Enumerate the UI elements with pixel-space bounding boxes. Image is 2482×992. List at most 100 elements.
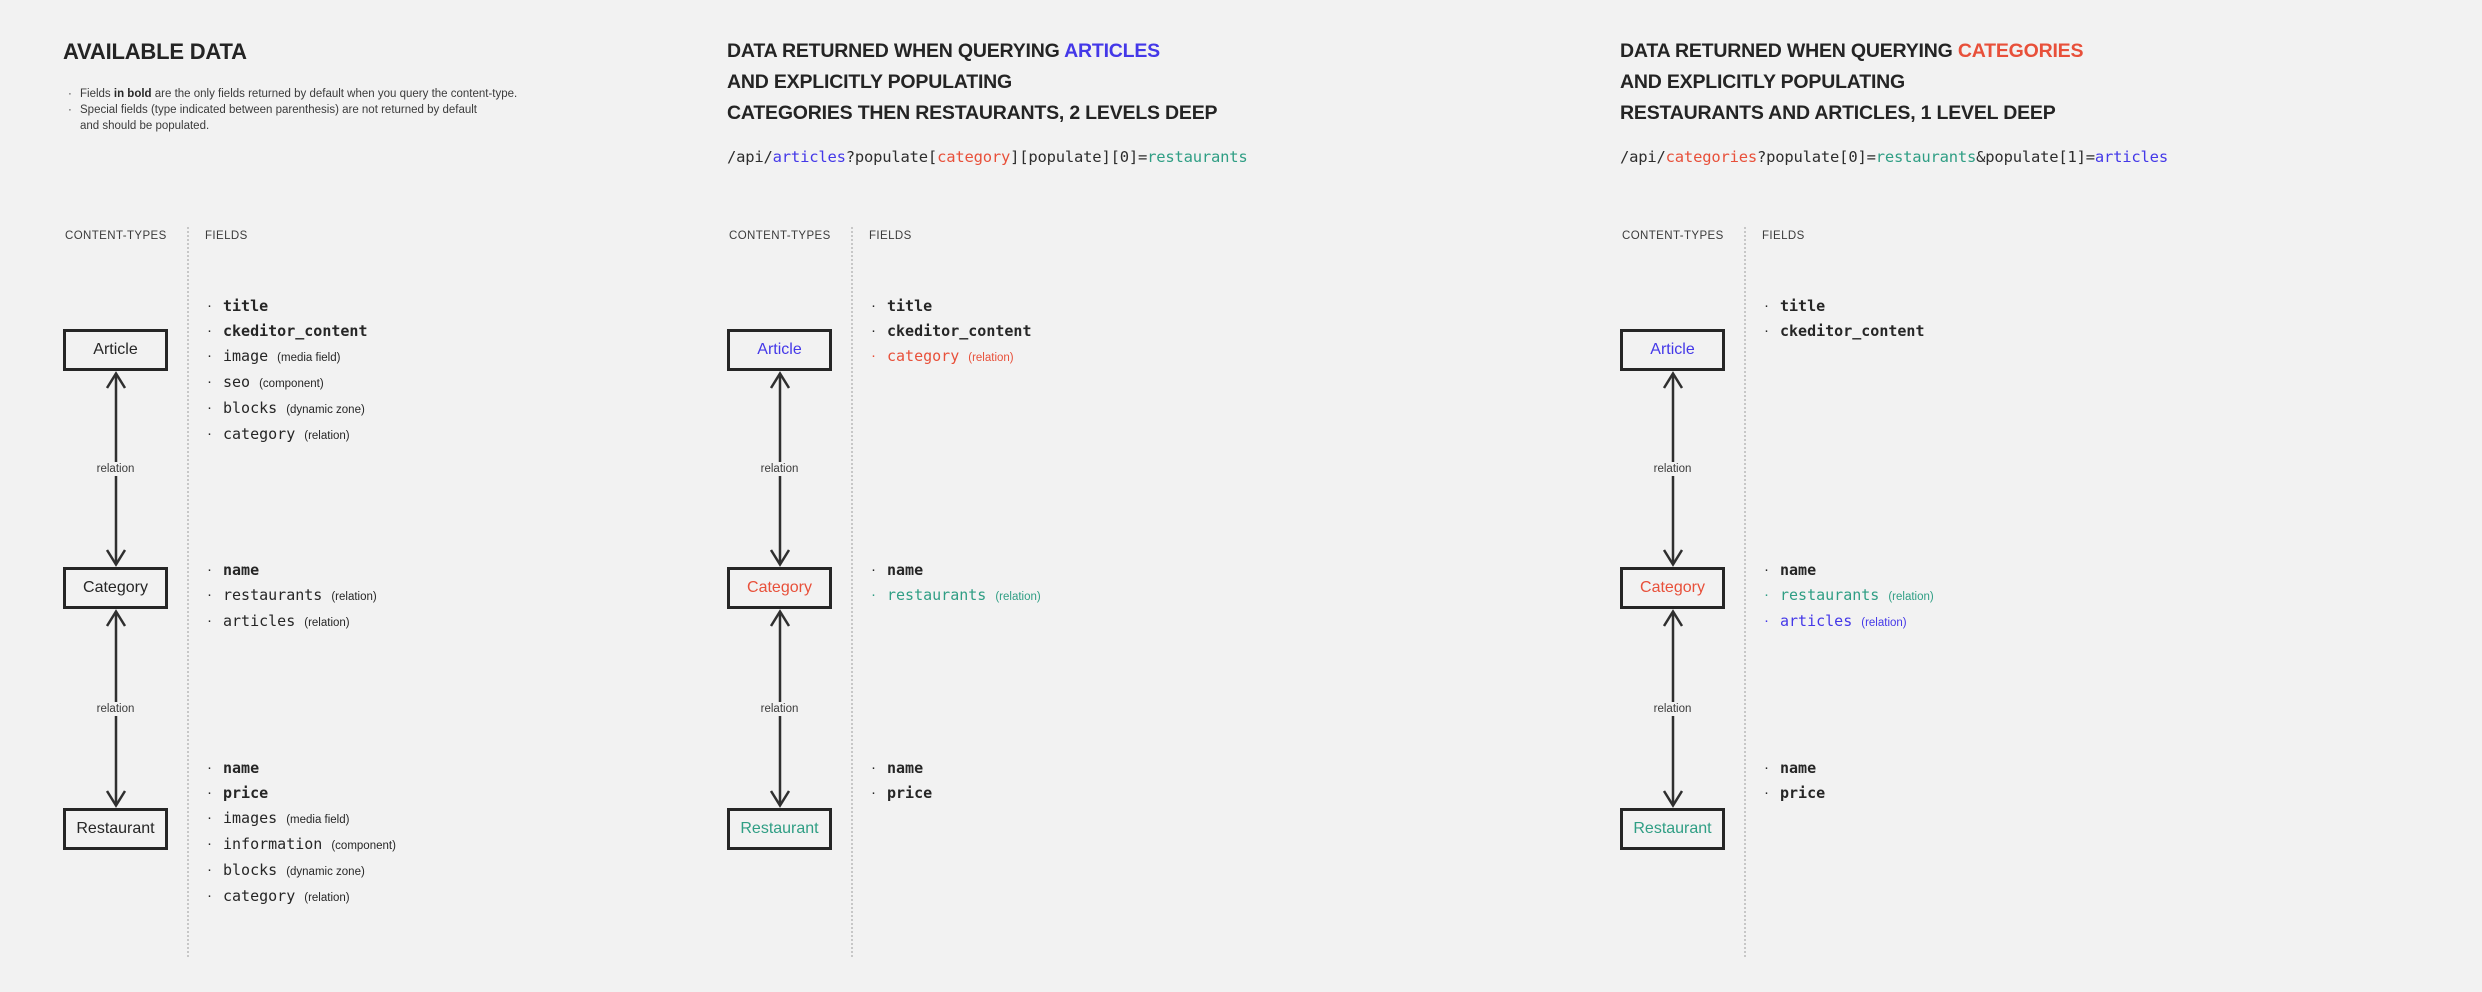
field-type: (relation) bbox=[304, 430, 350, 442]
field-item: ·title bbox=[205, 294, 368, 319]
field-name: category bbox=[223, 887, 296, 905]
node-box-article: Article bbox=[63, 329, 168, 371]
field-name: name bbox=[887, 759, 924, 777]
field-type: (relation) bbox=[1861, 617, 1907, 629]
relation-label: relation bbox=[1649, 701, 1696, 716]
heading-part: CATEGORIES THEN RESTAURANTS, 2 LEVELS DE… bbox=[727, 102, 1218, 124]
field-type: (dynamic zone) bbox=[286, 404, 365, 416]
bullet-icon: · bbox=[207, 425, 212, 442]
node-label: Restaurant bbox=[76, 820, 155, 837]
field-item: ·name bbox=[1762, 558, 1934, 583]
field-name: name bbox=[223, 759, 260, 777]
heading-part: AND EXPLICITLY POPULATING bbox=[1620, 71, 1906, 93]
field-name: restaurants bbox=[223, 586, 323, 604]
code-part: ?populate[0]= bbox=[1757, 148, 1876, 166]
fields-label: FIELDS bbox=[205, 230, 248, 242]
field-name: name bbox=[223, 561, 260, 579]
field-item: · title bbox=[869, 294, 1032, 319]
node-label: Restaurant bbox=[740, 820, 819, 837]
bullet-icon: · bbox=[68, 88, 72, 100]
bullet-icon: · bbox=[68, 104, 72, 116]
field-item: ·articles(relation) bbox=[205, 609, 377, 635]
bullet-icon: · bbox=[1764, 586, 1769, 603]
node-box-category: Category bbox=[1620, 567, 1725, 609]
bullet-icon: · bbox=[207, 809, 212, 826]
field-item: ·images(media field) bbox=[205, 806, 396, 832]
heading-line: DATA RETURNED WHEN QUERYING ARTICLES bbox=[727, 36, 1217, 67]
field-item: · name bbox=[205, 558, 377, 583]
content-types-label: CONTENT-TYPES bbox=[729, 230, 831, 242]
field-item: ·seo(component) bbox=[205, 370, 368, 396]
bullet-icon: · bbox=[207, 322, 212, 339]
bullet-icon: · bbox=[207, 835, 212, 852]
api-query-code: /api/categories?populate[0]=restaurants&… bbox=[1620, 148, 2168, 166]
code-part: ][populate][0]= bbox=[1010, 148, 1148, 166]
field-item: ·blocks(dynamic zone) bbox=[205, 858, 396, 884]
relation-connector: relation bbox=[92, 371, 139, 567]
field-name: blocks bbox=[223, 861, 278, 879]
content-types-label: CONTENT-TYPES bbox=[1622, 230, 1724, 242]
heading-part: AND EXPLICITLY POPULATING bbox=[727, 71, 1013, 93]
fields-group-restaurant: ·name·price bbox=[1762, 756, 1825, 806]
field-type: (relation) bbox=[995, 591, 1041, 603]
code-part: restaurants bbox=[1147, 148, 1248, 166]
fields-group-article: ·title·ckeditor_content·category(relatio… bbox=[869, 294, 1032, 370]
field-item: ·restaurants(relation) bbox=[205, 583, 377, 609]
column-heading: AVAILABLE DATA bbox=[63, 36, 247, 67]
field-name: title bbox=[887, 297, 933, 315]
relation-connector: relation bbox=[92, 609, 139, 808]
bullet-icon: · bbox=[1764, 612, 1769, 629]
bullet-icon: · bbox=[207, 759, 212, 776]
field-name: ckeditor_content bbox=[887, 322, 1032, 340]
note-part: Special fields (type indicated between p… bbox=[80, 104, 477, 132]
bullet-icon: · bbox=[871, 297, 876, 314]
fields-group-category: · name · restaurants (relation)·articles(rel… bbox=[205, 558, 377, 635]
field-name: restaurants bbox=[1780, 586, 1880, 604]
field-name: price bbox=[1780, 784, 1826, 802]
code-part: &populate[1]= bbox=[1976, 148, 2095, 166]
bullet-icon: · bbox=[207, 887, 212, 904]
bullet-icon: · bbox=[207, 561, 212, 578]
fields-group-category: ·name·restaurants(relation)·articles(rel… bbox=[1762, 558, 1934, 635]
field-name: name bbox=[887, 561, 924, 579]
node-box-restaurant: Restaurant bbox=[1620, 808, 1725, 850]
bullet-icon: · bbox=[207, 612, 212, 629]
code-part: categories bbox=[1665, 148, 1758, 166]
fields-group-article: ·title·ckeditor_content·image(media fiel… bbox=[205, 294, 368, 448]
field-name: ckeditor_content bbox=[1780, 322, 1925, 340]
api-query-code: /api/articles?populate[category][populat… bbox=[727, 148, 1248, 166]
field-name: image bbox=[223, 347, 269, 365]
code-part: category bbox=[937, 148, 1011, 166]
bullet-icon: · bbox=[207, 784, 212, 801]
field-item: ·name bbox=[1762, 756, 1825, 781]
field-name: price bbox=[223, 784, 269, 802]
node-label: Article bbox=[93, 341, 138, 358]
field-name: images bbox=[223, 809, 278, 827]
field-type: (relation) bbox=[968, 352, 1014, 364]
fields-group-category: ·name·restaurants(relation) bbox=[869, 558, 1041, 609]
bullet-icon: · bbox=[871, 586, 876, 603]
field-type: (component) bbox=[259, 378, 324, 390]
field-item: ·image(media field) bbox=[205, 344, 368, 370]
fields-group-restaurant: ·name·price·images(media field)·informat… bbox=[205, 756, 396, 910]
node-box-article: Article bbox=[1620, 329, 1725, 371]
field-item: · information (component) bbox=[205, 832, 396, 858]
field-name: name bbox=[1780, 561, 1817, 579]
field-type: (relation) bbox=[304, 617, 350, 629]
relation-label: relation bbox=[1649, 462, 1696, 476]
code-part: articles bbox=[772, 148, 846, 166]
field-name: price bbox=[887, 784, 933, 802]
field-name: information bbox=[223, 835, 323, 853]
column-divider bbox=[187, 227, 189, 957]
field-type: (component) bbox=[331, 840, 396, 852]
column-available-data: AVAILABLE DATA ·Fields in bold are the on… bbox=[63, 0, 703, 992]
node-label: Restaurant bbox=[1633, 820, 1712, 837]
fields-label: FIELDS bbox=[869, 230, 912, 242]
note-item: ·Fields in bold are the only fields retu… bbox=[66, 86, 517, 102]
bullet-icon: · bbox=[207, 586, 212, 603]
code-part: restaurants bbox=[1875, 148, 1977, 166]
field-type: (media field) bbox=[277, 352, 341, 364]
relation-label: relation bbox=[756, 462, 803, 476]
